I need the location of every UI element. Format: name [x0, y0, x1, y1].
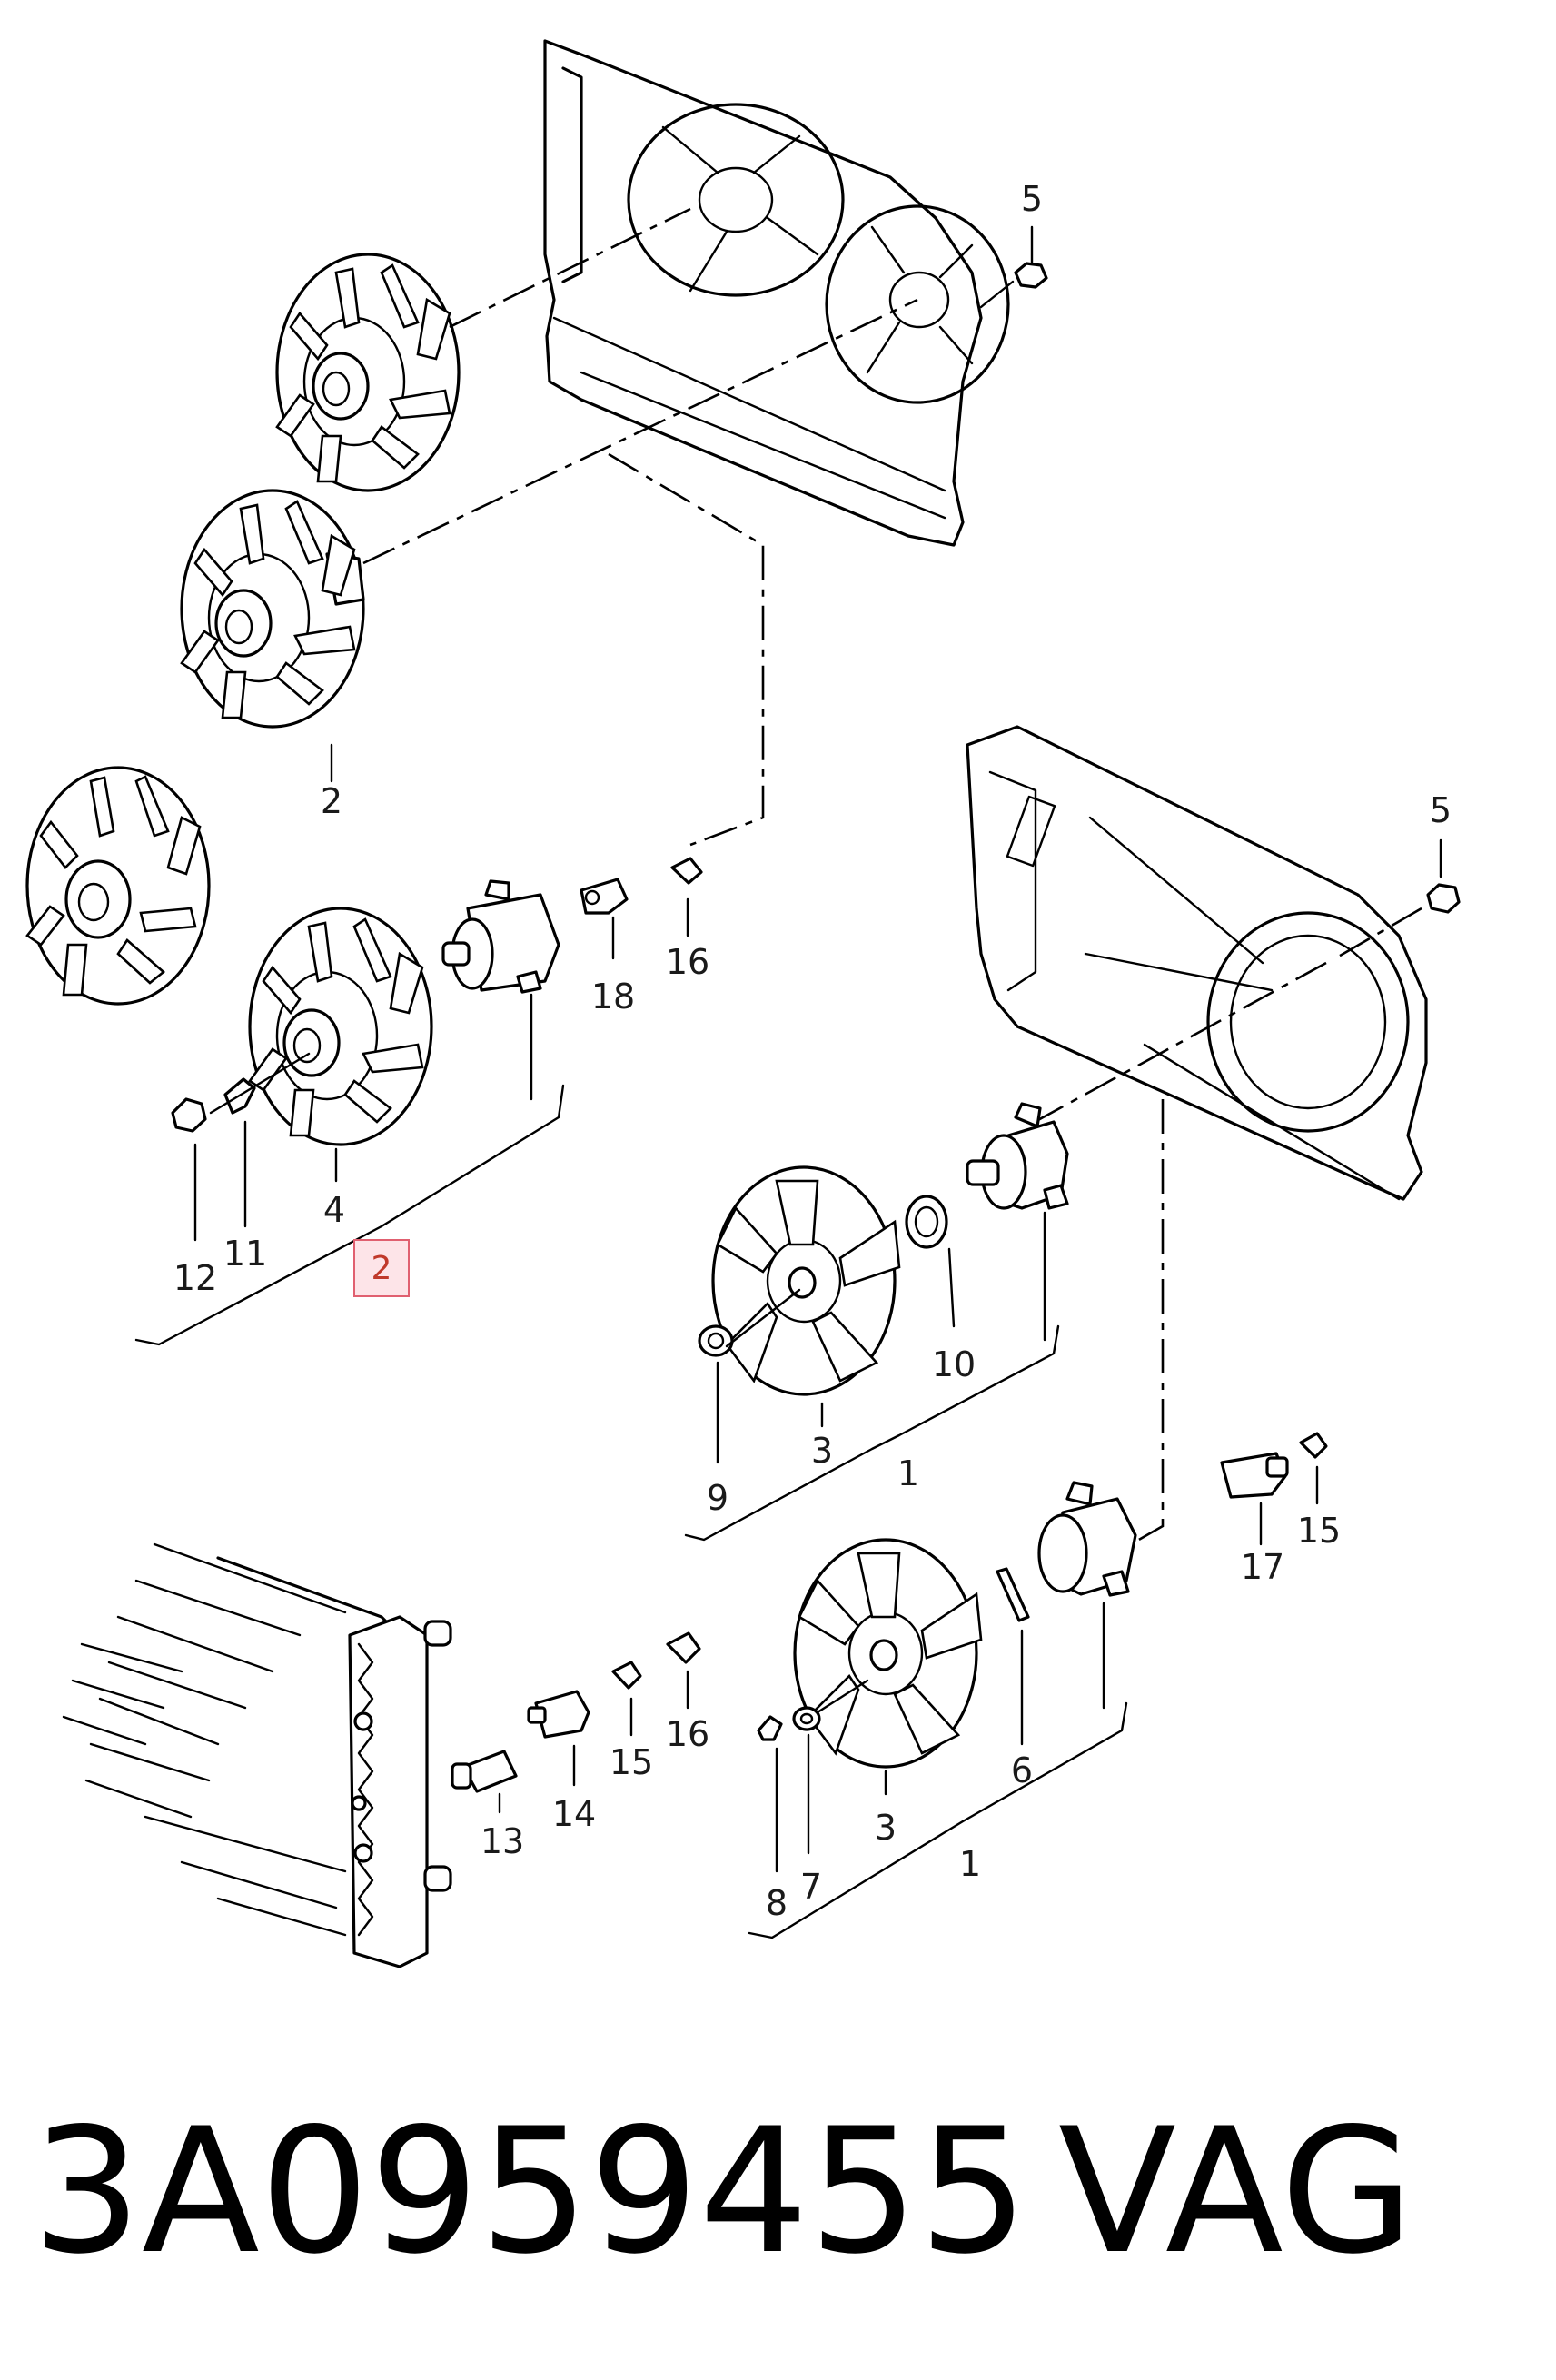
- ring-10: [905, 1195, 956, 1328]
- nut-12: [171, 1097, 207, 1133]
- callout-7: 7: [800, 1867, 822, 1907]
- callout-10: 10: [932, 1344, 976, 1384]
- motor-bottom: [1037, 1481, 1137, 1710]
- callout-5-right: 5: [1430, 790, 1452, 830]
- callout-1-mid: 1: [897, 1453, 919, 1493]
- callout-9: 9: [707, 1478, 728, 1518]
- motor-mid: [966, 1102, 1069, 1342]
- fan-2-lower: [180, 489, 365, 729]
- callout-17: 17: [1241, 1547, 1284, 1587]
- callout-3-mid: 3: [811, 1431, 833, 1471]
- clip-8: [757, 1715, 783, 1873]
- callout-8: 8: [766, 1883, 788, 1923]
- fan-4: [248, 907, 433, 1146]
- sensor-16-left: [670, 857, 703, 937]
- radiator: [62, 1542, 452, 1968]
- sensor-15-bottom: [611, 1661, 642, 1737]
- callout-5-top: 5: [979, 179, 1048, 309]
- sensor-15-right: [1299, 1432, 1328, 1505]
- sensor-13: [451, 1750, 518, 1814]
- fan-3-mid: [711, 1165, 901, 1396]
- right-shroud-frame: [966, 725, 1428, 1201]
- callout-18: 18: [591, 977, 635, 1016]
- callout-12: 12: [173, 1258, 217, 1298]
- callout-14: 14: [552, 1794, 596, 1834]
- fan-left-far: [25, 766, 211, 1006]
- connector-17: [1220, 1452, 1289, 1546]
- brand-label: VAG: [1058, 2091, 1414, 2292]
- connector-18: [580, 878, 629, 960]
- callout-16-left: 16: [666, 942, 709, 982]
- svg-text:2: 2: [372, 1250, 392, 1287]
- nut-5-right: [1426, 883, 1461, 914]
- motor-left: [441, 879, 560, 1101]
- callout-13: 13: [481, 1821, 524, 1861]
- connector-14: [527, 1690, 590, 1787]
- nut-5-top: [1014, 262, 1048, 289]
- fan-2-upper: [275, 253, 461, 492]
- callout-15-bottom: 15: [610, 1742, 653, 1782]
- top-shroud-frame: [543, 39, 1010, 547]
- callout-2-highlighted[interactable]: 2: [353, 1239, 410, 1297]
- clip-9: [698, 1288, 801, 1464]
- callout-15-right: 15: [1297, 1511, 1341, 1551]
- callout-2-top: 2: [321, 781, 342, 821]
- callout-11: 11: [223, 1234, 267, 1274]
- callout-1-bottom: 1: [959, 1844, 981, 1884]
- svg-text:5: 5: [1021, 179, 1043, 219]
- callout-3-bottom: 3: [875, 1808, 897, 1848]
- part-number: 3A0959455: [32, 2091, 1028, 2292]
- callout-16-bottom: 16: [666, 1714, 709, 1754]
- washer-7: [792, 1679, 869, 1855]
- callout-4: 4: [323, 1190, 345, 1230]
- sensor-16-bottom: [666, 1631, 701, 1710]
- fan-3-bottom: [793, 1538, 983, 1769]
- gasket-6: [996, 1567, 1030, 1746]
